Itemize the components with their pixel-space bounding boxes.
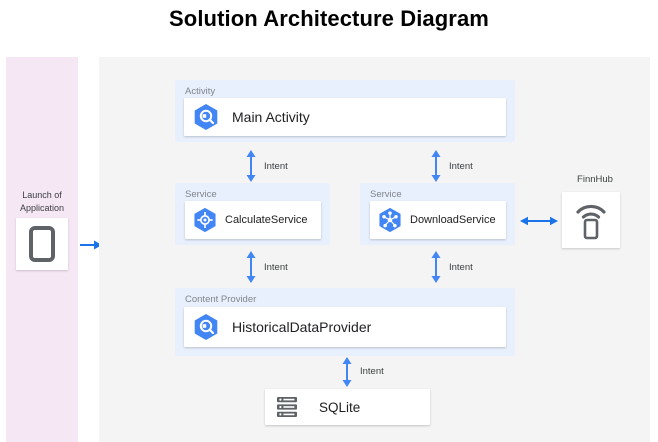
launch-label: Launch of Application	[6, 189, 78, 215]
node-calculate-service[interactable]: CalculateService	[185, 201, 321, 239]
wireless-device-icon	[562, 200, 620, 240]
group-label-service-left: Service	[185, 189, 217, 200]
arrow-calculate-provider	[245, 251, 257, 288]
node-label-sqlite: SQLite	[319, 399, 361, 415]
hexagon-gear-icon	[185, 206, 225, 234]
node-historical-data-provider[interactable]: HistoricalDataProvider	[184, 307, 506, 347]
group-label-content-provider: Content Provider	[185, 294, 257, 305]
arrow-label-activity-calculate: Intent	[264, 161, 288, 172]
node-label-main-activity: Main Activity	[232, 109, 310, 125]
node-main-activity[interactable]: Main Activity	[184, 98, 506, 136]
node-label-historical-data-provider: HistoricalDataProvider	[232, 319, 372, 335]
finnhub-label: FinnHub	[577, 174, 613, 185]
node-label-calculate-service: CalculateService	[225, 214, 308, 226]
page-title: Solution Architecture Diagram	[169, 6, 489, 31]
launch-label-line1: Launch of	[22, 190, 62, 200]
hexagon-cluster-icon	[370, 206, 410, 234]
node-download-service[interactable]: DownloadService	[370, 201, 506, 239]
mobile-phone-icon	[16, 226, 68, 262]
finnhub-card[interactable]	[562, 192, 620, 248]
group-label-activity: Activity	[185, 86, 216, 97]
arrow-download-finnhub	[520, 214, 558, 232]
hexagon-magnifier-icon	[184, 312, 228, 342]
launch-label-line2: Application	[19, 203, 65, 213]
hexagon-magnifier-icon	[184, 102, 228, 132]
node-label-download-service: DownloadService	[410, 214, 496, 226]
arrow-label-calculate-provider: Intent	[264, 262, 288, 273]
arrow-activity-calculate	[245, 150, 257, 187]
node-sqlite[interactable]: SQLite	[265, 389, 430, 425]
arrow-activity-download	[430, 150, 442, 187]
arrow-label-activity-download: Intent	[449, 161, 473, 172]
launch-phone-card[interactable]	[16, 218, 68, 270]
arrow-label-provider-sqlite: Intent	[360, 366, 384, 377]
database-stack-icon	[265, 395, 309, 419]
arrow-label-download-provider: Intent	[449, 262, 473, 273]
arrow-download-provider	[430, 251, 442, 288]
group-label-service-right: Service	[370, 189, 402, 200]
arrow-launch-to-app	[80, 238, 102, 256]
arrow-provider-sqlite	[341, 357, 353, 392]
